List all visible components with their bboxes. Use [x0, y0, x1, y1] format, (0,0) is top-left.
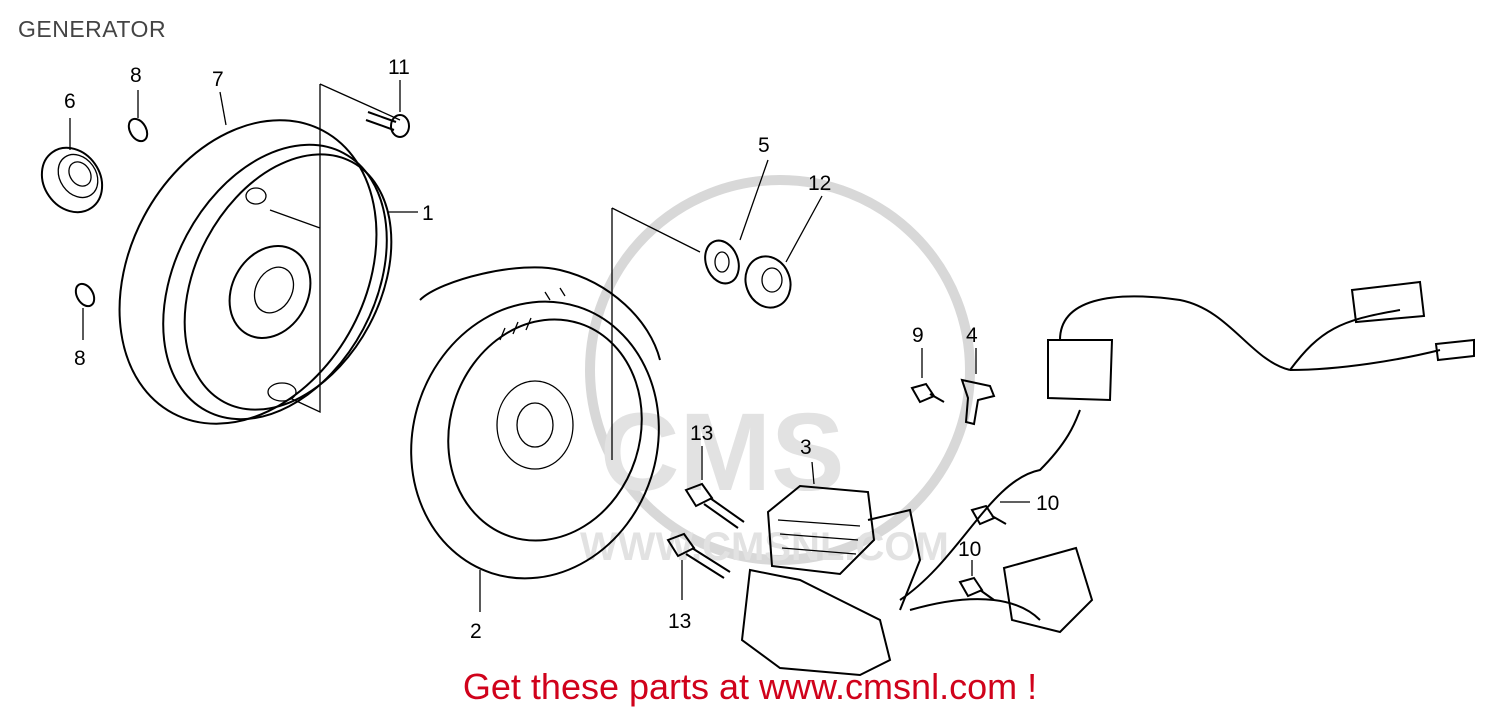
callout-1: 1 — [422, 202, 434, 225]
washer-part-8-upper — [127, 90, 149, 143]
callout-10-upper: 10 — [1036, 492, 1059, 515]
callout-7: 7 — [212, 68, 224, 91]
bolt-part-13-upper — [684, 446, 745, 529]
washer-part-8-lower — [74, 282, 96, 340]
clamp-part-4 — [960, 348, 996, 426]
callout-2: 2 — [470, 620, 482, 643]
footer-link-text: Get these parts at www.cmsnl.com ! — [462, 666, 1038, 707]
bolt-part-11 — [365, 80, 410, 138]
flywheel-rotor-part-2 — [410, 266, 661, 612]
callout-5: 5 — [758, 134, 770, 157]
gasket-part-7 — [118, 91, 378, 425]
callout-13-upper: 13 — [690, 422, 713, 445]
bolt-part-10-lower — [958, 560, 995, 601]
callout-8-upper: 8 — [130, 64, 142, 87]
bolt-part-9 — [910, 348, 945, 404]
callout-12: 12 — [808, 172, 831, 195]
callout-9: 9 — [912, 324, 924, 347]
cms-watermark: CMS WWW.CMSNL.COM — [580, 175, 975, 569]
callout-4: 4 — [966, 324, 978, 347]
page-title: GENERATOR — [18, 16, 167, 42]
callout-3: 3 — [800, 436, 812, 459]
callout-6: 6 — [64, 90, 76, 113]
callout-8-lower: 8 — [74, 347, 86, 370]
stator-pulser-assembly-part-3 — [740, 280, 1475, 677]
left-crankcase-cover-part-1 — [162, 83, 418, 421]
callout-13-lower: 13 — [668, 610, 691, 633]
nut-part-12 — [744, 195, 823, 309]
callout-11: 11 — [388, 56, 410, 79]
bolt-part-10-upper — [970, 501, 1030, 526]
oil-seal-part-6 — [40, 118, 104, 214]
svg-text:WWW.CMSNL.COM: WWW.CMSNL.COM — [580, 525, 949, 569]
washer-part-5 — [611, 159, 769, 460]
bolt-part-13-lower — [666, 532, 731, 600]
callout-10-lower: 10 — [958, 538, 981, 561]
